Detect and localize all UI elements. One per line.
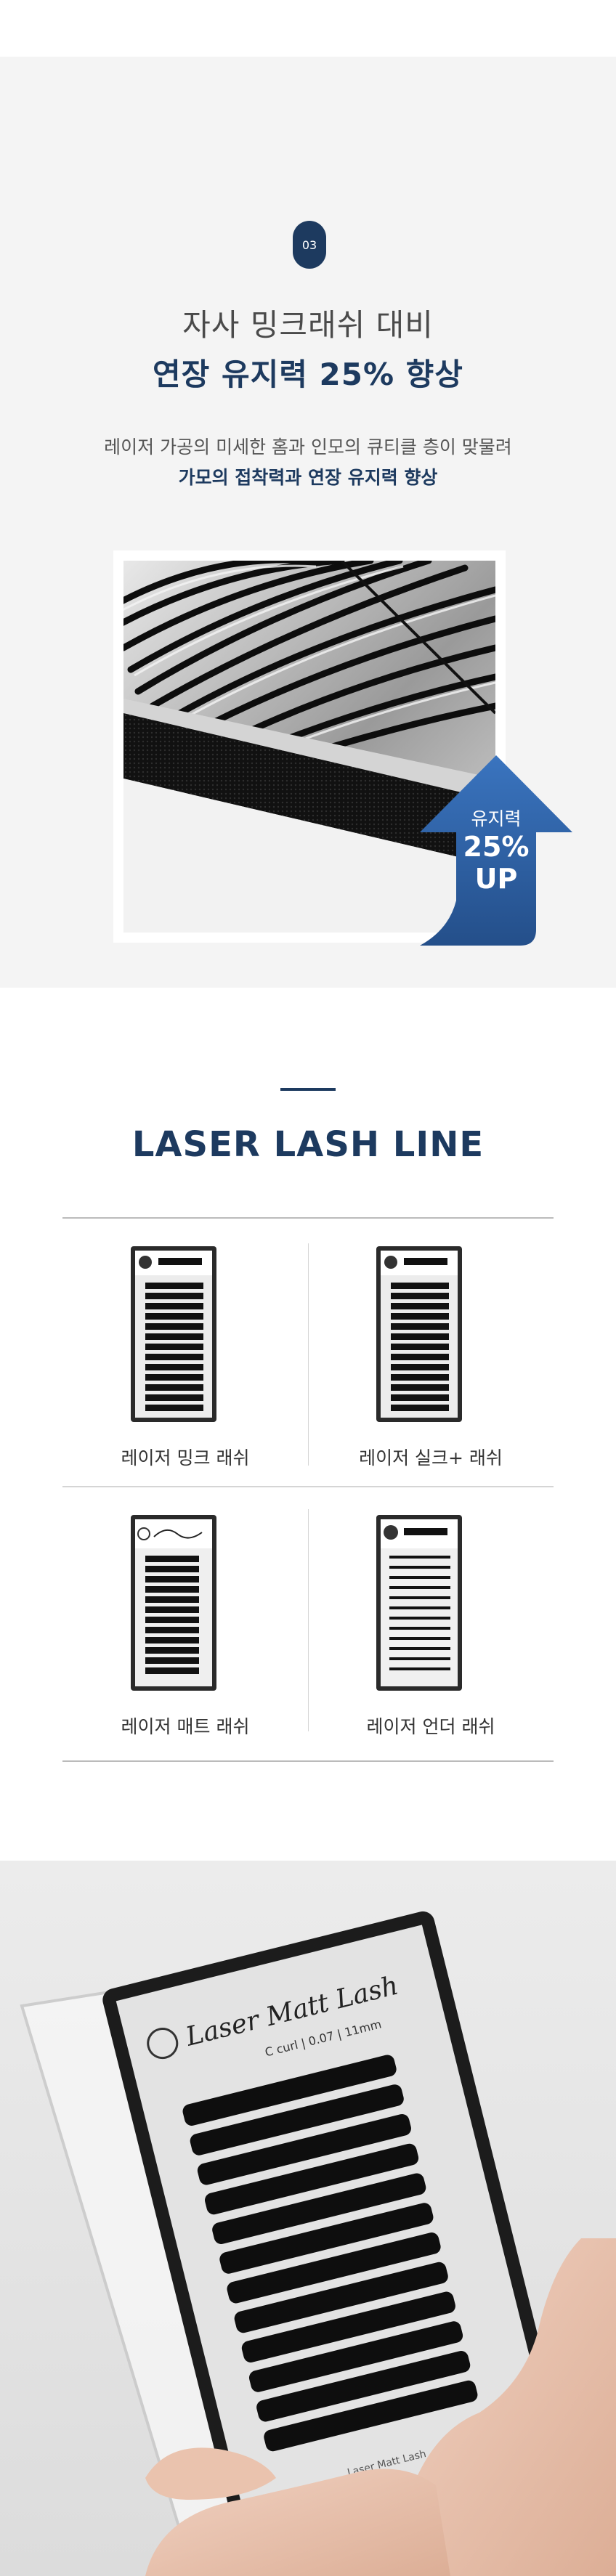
product-card-laser-matt[interactable]: 레이저 매트 래쉬 (62, 1487, 308, 1755)
lash-box-image (131, 1246, 216, 1422)
arrow-value: 25% (463, 831, 530, 863)
product-hand-photo-section: Laser Matt Lash C curl | 0.07 | 11mm Las… (0, 1861, 616, 2576)
step-badge: 03 (293, 221, 326, 269)
heading-bold: 연장 유지력 25% 향상 (153, 357, 463, 392)
product-name: 레이저 밍크 래쉬 (121, 1447, 250, 1468)
lash-fibers-illustration (123, 561, 495, 933)
lash-closeup-frame (113, 550, 506, 943)
product-name: 레이저 언더 래쉬 (366, 1716, 495, 1737)
description-line-2: 가모의 접착력과 연장 유지력 향상 (178, 467, 438, 488)
retention-up-arrow (420, 755, 572, 946)
product-grid: 레이저 밍크 래쉬 레이저 실크+ 래쉬 (62, 1217, 554, 1762)
description-line-1: 레이저 가공의 미세한 홈과 인모의 큐티클 층이 맞물려 (104, 436, 512, 458)
product-name: 레이저 실크+ 래쉬 (359, 1447, 503, 1468)
line-title: LASER LASH LINE (131, 1124, 485, 1165)
product-card-laser-under[interactable]: 레이저 언더 래쉬 (308, 1487, 554, 1755)
product-card-laser-mink[interactable]: 레이저 밍크 래쉬 (62, 1219, 308, 1486)
grid-row-divider (62, 1486, 554, 1487)
lash-box-image (131, 1515, 216, 1691)
retention-section: 03 자사 밍크래쉬 대비 연장 유지력 25% 향상 레이저 가공의 미세한 … (0, 57, 616, 988)
product-card-laser-silk[interactable]: 레이저 실크+ 래쉬 (308, 1219, 554, 1486)
hand-holding-lash-box-photo: Laser Matt Lash C curl | 0.07 | 11mm Las… (0, 1861, 616, 2576)
heading-light: 자사 밍크래쉬 대비 (182, 307, 434, 343)
lash-box-image (376, 1515, 462, 1691)
arrow-suffix: UP (474, 863, 518, 895)
title-divider (280, 1088, 336, 1091)
grid-column-divider (308, 1243, 309, 1466)
product-name: 레이저 매트 래쉬 (121, 1716, 250, 1737)
arrow-label: 유지력 (471, 808, 522, 829)
lash-box-image (376, 1246, 462, 1422)
product-line-section: LASER LASH LINE (0, 988, 616, 1861)
lash-closeup-photo (123, 561, 495, 933)
grid-column-divider (308, 1509, 309, 1731)
step-number: 03 (293, 221, 326, 269)
top-spacer (0, 0, 616, 57)
